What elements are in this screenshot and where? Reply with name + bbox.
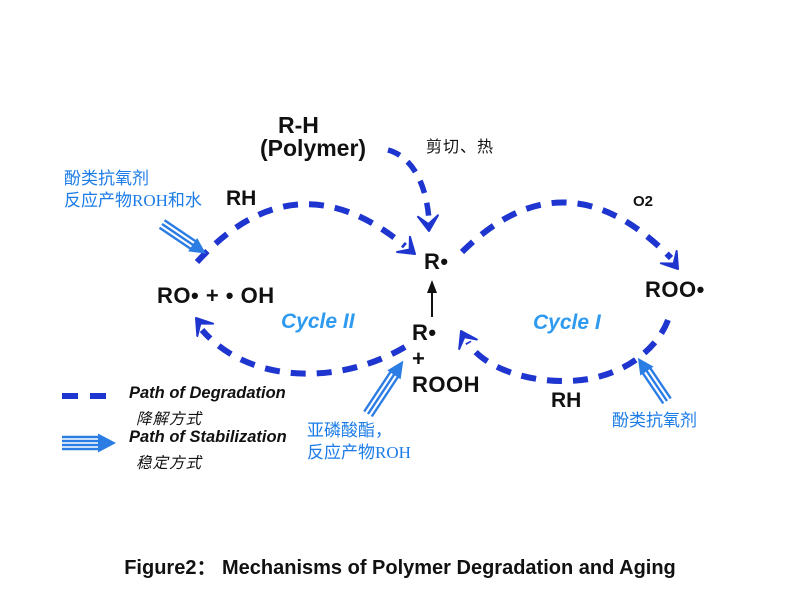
- rh-label-top-left: RH: [226, 187, 257, 210]
- degradation-arrow-cycle2-bottom: [195, 317, 407, 377]
- phosphite-note: 亚磷酸酯， 反应产物ROH: [307, 420, 411, 464]
- polymer-label-line2: (Polymer): [260, 135, 367, 161]
- degradation-arrow-initiation: [387, 147, 439, 232]
- figure-caption: Figure2： Mechanisms of Polymer Degradati…: [124, 557, 676, 579]
- legend-stabilization-label: Path of Stabilization: [129, 428, 287, 446]
- left-stabilizer-note: 酚类抗氧剂 反应产物ROH和水: [64, 168, 202, 212]
- formation-arrow: [427, 280, 437, 317]
- phosphite-note-line2: 反应产物ROH: [307, 443, 411, 462]
- degradation-arrow-cycle2-top: [194, 201, 416, 265]
- alkoxy-products-label: RO• + • OH: [157, 283, 275, 308]
- o2-label: O2: [633, 193, 654, 210]
- peroxy-radical-label: ROO•: [645, 277, 705, 302]
- rh-label-bottom-right: RH: [551, 389, 582, 412]
- left-stabilizer-note-line2: 反应产物ROH和水: [64, 191, 202, 210]
- legend-stabilization-label-cn: 稳定方式: [136, 455, 203, 472]
- cycle2-label: Cycle II: [281, 310, 355, 333]
- r-rooh-line3: ROOH: [412, 372, 480, 397]
- cycle1-label: Cycle I: [533, 311, 601, 334]
- r-rooh-line1: R•: [412, 320, 437, 345]
- legend-degradation-label-cn: 降解方式: [136, 411, 203, 428]
- r-rooh-group: R• + ROOH: [412, 320, 480, 398]
- degradation-arrow-cycle1-bottom: [458, 318, 671, 385]
- legend-degradation-label: Path of Degradation: [129, 384, 286, 402]
- left-stabilizer-note-line1: 酚类抗氧剂: [64, 169, 149, 188]
- right-stabilizer-note: 酚类抗氧剂: [612, 411, 697, 430]
- phosphite-note-line1: 亚磷酸酯，: [307, 421, 392, 440]
- stabilization-arrow-center: [363, 360, 404, 418]
- polymer-label-line1: R-H: [278, 112, 319, 138]
- r-radical-label: R•: [424, 249, 449, 274]
- stabilization-arrow-right: [637, 357, 672, 405]
- degradation-arrow-cycle1-top: [459, 199, 679, 270]
- shear-heat-label: 剪切、热: [426, 139, 495, 156]
- stabilization-arrow-left: [158, 219, 206, 254]
- legend-stabilization-arrow: [62, 433, 116, 453]
- r-rooh-line2: +: [412, 346, 426, 371]
